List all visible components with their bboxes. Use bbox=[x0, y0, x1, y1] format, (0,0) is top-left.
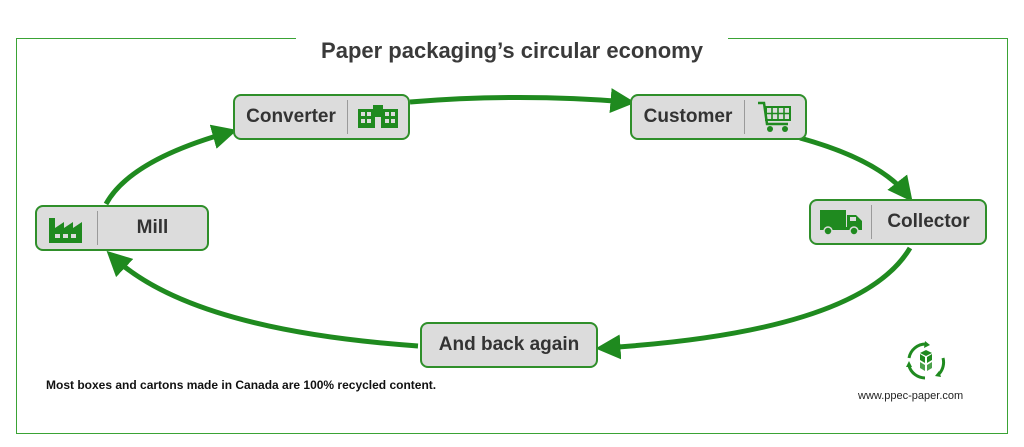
node-collector-label: Collector bbox=[887, 211, 970, 232]
node-converter: Converter bbox=[233, 94, 410, 140]
footnote: Most boxes and cartons made in Canada ar… bbox=[46, 378, 437, 392]
node-back-again: And back again bbox=[420, 322, 598, 368]
shopping-cart-icon bbox=[745, 96, 805, 138]
node-divider bbox=[871, 205, 872, 239]
arrow-back-to-mill bbox=[106, 250, 419, 349]
node-back-again-label: And back again bbox=[438, 334, 580, 355]
node-customer: Customer bbox=[630, 94, 807, 140]
truck-icon bbox=[811, 201, 871, 243]
frame-top-left bbox=[16, 38, 296, 39]
arrow-collector-to-back bbox=[595, 246, 913, 360]
node-mill-label: Mill bbox=[136, 217, 169, 238]
recycle-cubes-icon bbox=[901, 340, 951, 387]
building-icon bbox=[348, 96, 408, 138]
node-divider bbox=[744, 100, 745, 134]
frame-right bbox=[1007, 38, 1008, 434]
node-customer-label: Customer bbox=[643, 106, 733, 127]
node-divider bbox=[97, 211, 98, 245]
factory-icon bbox=[37, 207, 97, 249]
node-converter-label: Converter bbox=[246, 106, 336, 127]
frame-left bbox=[16, 38, 17, 434]
arrow-converter-to-customer bbox=[409, 88, 636, 114]
arrow-mill-to-converter bbox=[103, 124, 238, 206]
arrow-customer-to-collector bbox=[799, 135, 913, 202]
frame-bottom bbox=[16, 433, 1008, 434]
frame-top-right bbox=[728, 38, 1008, 39]
node-mill: Mill bbox=[35, 205, 209, 251]
website-url: www.ppec-paper.com bbox=[858, 390, 964, 402]
node-divider bbox=[347, 100, 348, 134]
diagram-title: Paper packaging’s circular economy bbox=[321, 38, 703, 63]
node-collector: Collector bbox=[809, 199, 987, 245]
